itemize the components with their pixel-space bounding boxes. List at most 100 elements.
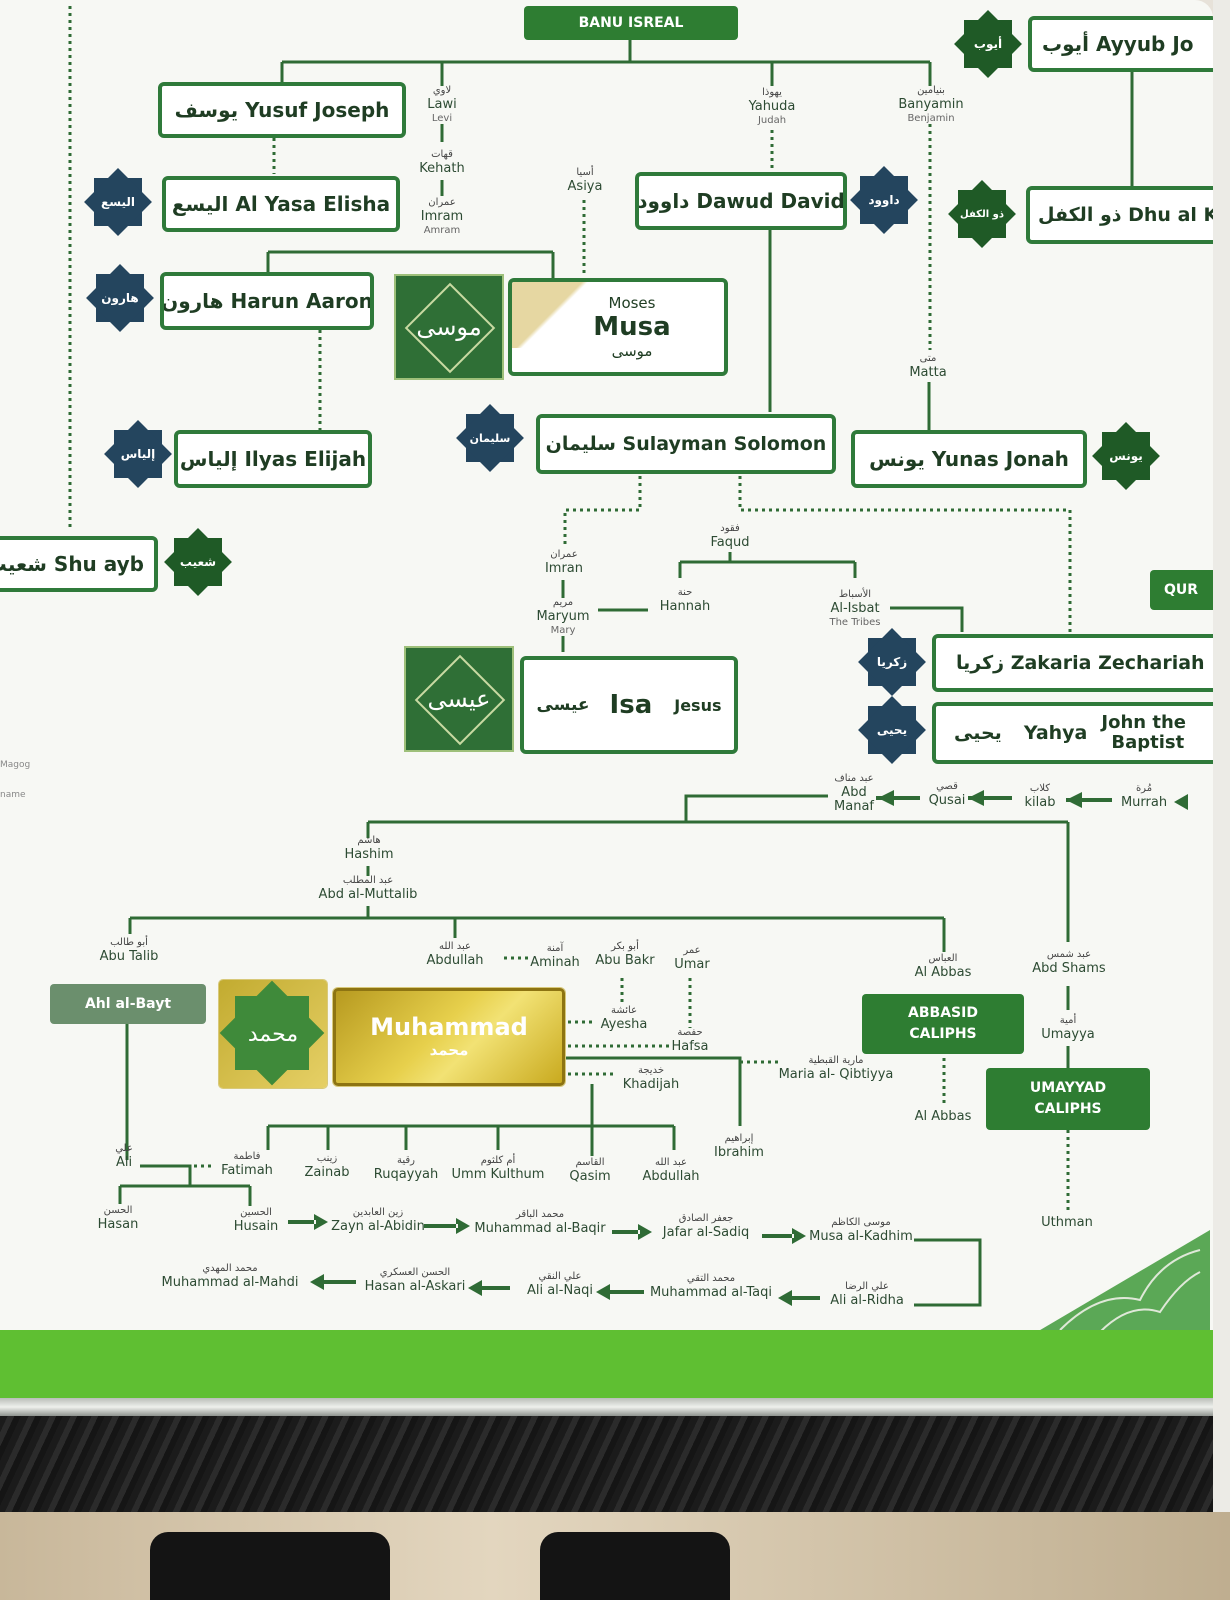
- box-yunas: يونس Yunas Jonah: [851, 430, 1087, 488]
- qasim-ar: القاسم: [575, 1157, 605, 1168]
- isbat-en: Al-Isbat: [830, 601, 880, 616]
- kadhim-en: Musa al-Kadhim: [809, 1229, 913, 1244]
- banyamin-sub: Benjamin: [907, 113, 955, 124]
- abubakr-en: Abu Bakr: [595, 953, 655, 968]
- kadhim-ar: موسى الكاظم: [831, 1217, 891, 1228]
- taqi-en: Muhammad al-Taqi: [649, 1285, 773, 1300]
- umar-en: Umar: [674, 957, 710, 972]
- box-shuayb: شعيب Shu ayb: [0, 536, 158, 592]
- maria-ar: مارية القبطية: [808, 1055, 864, 1066]
- abdshams-ar: عبد شمس: [1046, 949, 1092, 960]
- frame-silver-trim: [0, 1398, 1213, 1416]
- sulayman-star-icon: سليمان: [456, 404, 524, 472]
- ruqayyah-en: Ruqayyah: [373, 1167, 439, 1182]
- box-dhulkifl: ذو الكفل Dhu al Ki: [1026, 186, 1213, 244]
- qusai-en: Qusai: [928, 793, 966, 808]
- ridha-ar: علي الرضا: [845, 1281, 889, 1292]
- abdullah2-en: Abdullah: [642, 1169, 700, 1184]
- alyasa-star-icon: اليسع: [84, 168, 152, 236]
- abbasid-caliphs-pill: ABBASID CALIPHS: [862, 994, 1024, 1054]
- box-yusuf: يوسف Yusuf Joseph: [158, 82, 406, 138]
- kehath-ar: قهات: [431, 149, 453, 160]
- muttalib-en: Abd al-Muttalib: [318, 887, 418, 902]
- shoe-left: [150, 1532, 390, 1600]
- imran-en: Imran: [544, 561, 584, 576]
- hafsa-en: Hafsa: [671, 1039, 709, 1054]
- zakaria-star-text: زكريا: [876, 655, 908, 669]
- umayya-ar: أمية: [1059, 1015, 1077, 1026]
- baqir-en: Muhammad al-Baqir: [474, 1221, 606, 1236]
- umayya-en: Umayya: [1041, 1027, 1095, 1042]
- zainab-ar: زينب: [316, 1153, 338, 1164]
- isa-emblem-text: عيسى: [427, 685, 491, 713]
- kehath-en: Kehath: [419, 161, 465, 176]
- margin-name: name: [0, 790, 26, 800]
- dhulkifl-star-text: ذو الكفل: [960, 208, 1004, 220]
- isbat-sub: The Tribes: [829, 617, 881, 628]
- musa-english: Moses: [608, 294, 656, 312]
- khadijah-ar: خديجة: [637, 1065, 665, 1076]
- wall-edge: [1213, 0, 1230, 1512]
- faqud-ar: فقود: [720, 523, 740, 534]
- faqud-en: Faqud: [710, 535, 750, 550]
- imran-ar: عمران: [550, 549, 578, 560]
- box-sulayman: سليمان Sulayman Solomon: [536, 414, 836, 474]
- margin-magog: Magog: [0, 760, 31, 770]
- yahuda-ar: يهوذا: [762, 87, 782, 98]
- taqi-ar: محمد التقي: [686, 1273, 736, 1284]
- naqi-ar: علي النقي: [538, 1271, 582, 1282]
- muhammad-arabic: محمد: [429, 1041, 469, 1059]
- imram-en: Imram: [420, 209, 464, 224]
- kilab-ar: كلاب: [1029, 783, 1051, 794]
- yahya-star-text: يحيى: [876, 723, 908, 737]
- ayyub-star-icon: أيوب: [954, 10, 1022, 78]
- abdshams-en: Abd Shams: [1032, 961, 1106, 976]
- yahya-name: Yahya: [1023, 722, 1088, 744]
- dawud-star-icon: داوود: [850, 166, 918, 234]
- baqir-ar: محمد الباقر: [515, 1209, 565, 1220]
- abutalib-ar: أبو طالب: [110, 937, 148, 948]
- ummkulthum-en: Umm Kulthum: [451, 1167, 545, 1182]
- ahl-al-bayt-pill: Ahl al-Bayt: [50, 984, 206, 1024]
- askari-ar: الحسن العسكري: [379, 1267, 451, 1278]
- yunas-star-text: يونس: [1109, 449, 1143, 463]
- muhammad-emblem-text: محمد: [247, 1021, 299, 1047]
- box-ilyas: إلياس Ilyas Elijah: [174, 430, 372, 488]
- abdmanaf-en2: Manaf: [834, 799, 874, 814]
- muttalib-ar: عبد المطلب: [342, 875, 394, 886]
- zakaria-star-icon: زكريا: [858, 628, 926, 696]
- sadiq-ar: جعفر الصادق: [678, 1213, 734, 1224]
- abdmanaf-ar: عبد مناف: [834, 773, 874, 784]
- muhammad-name: Muhammad: [370, 1013, 528, 1041]
- ridha-en: Ali al-Ridha: [830, 1293, 904, 1308]
- yunas-star-icon: يونس: [1092, 422, 1160, 490]
- ibrahim-ar: إبراهيم: [724, 1133, 754, 1144]
- askari-en: Hasan al-Askari: [364, 1279, 466, 1294]
- alabbas-en: Al Abbas: [914, 965, 972, 980]
- ayesha-en: Ayesha: [600, 1017, 648, 1032]
- muhammad-emblem: محمد: [219, 980, 327, 1088]
- imram-ar: عمران: [428, 197, 456, 208]
- qusai-ar: قصي: [936, 781, 958, 792]
- dhulkifl-star-icon: ذو الكفل: [948, 180, 1016, 248]
- imram-sub: Amram: [423, 225, 461, 236]
- harun-star-icon: هارون: [86, 264, 154, 332]
- ilyas-star-icon: إلياس: [104, 420, 172, 488]
- ibrahim-en: Ibrahim: [714, 1145, 764, 1160]
